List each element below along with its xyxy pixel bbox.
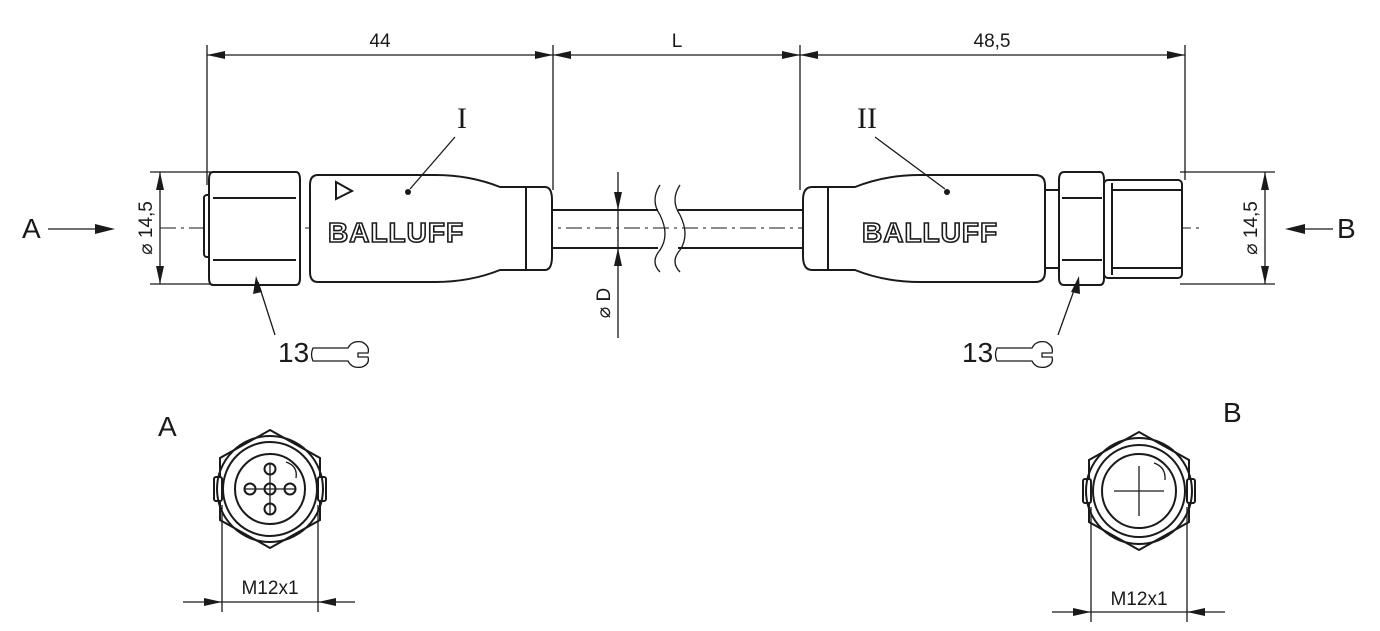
- length-dimensions: 44 L 48,5: [206, 31, 1186, 190]
- wrench-callout-left: 13: [253, 276, 370, 369]
- wrench-callout-right: 13: [962, 276, 1080, 369]
- view-b-title: B: [1223, 397, 1242, 428]
- view-a-arrow-label: A: [22, 213, 41, 244]
- dimension-cable-diameter: ⌀ D: [594, 288, 615, 318]
- right-diameter-dimension: ⌀ 14,5: [1180, 171, 1275, 285]
- view-arrow-b: B: [1285, 213, 1356, 244]
- connector-label-ii: II: [857, 102, 877, 135]
- dimension-left-length: 44: [369, 31, 391, 52]
- cable: [552, 184, 802, 273]
- thread-size-b: M12x1: [1110, 589, 1167, 610]
- view-a-title: A: [158, 411, 177, 442]
- left-diameter-dimension: ⌀ 14,5: [136, 171, 215, 285]
- dimension-cable-length: L: [672, 31, 683, 52]
- wrench-icon: [994, 340, 1054, 369]
- connector-left-female: BALLUFF I: [203, 102, 553, 286]
- wrench-size-left: 13: [278, 337, 309, 368]
- dimension-right-length: 48,5: [974, 31, 1011, 52]
- view-arrow-a: A: [22, 213, 115, 244]
- wrench-icon: [310, 340, 370, 369]
- view-b-arrow-label: B: [1337, 213, 1356, 244]
- front-view-a: A M12x1: [158, 411, 355, 612]
- wrench-size-right: 13: [962, 337, 993, 368]
- connector-label-i: I: [457, 102, 467, 135]
- dimension-diameter-left: ⌀ 14,5: [136, 201, 157, 255]
- connector-right-male: BALLUFF II: [802, 102, 1183, 286]
- cable-diameter-dimension: ⌀ D: [594, 172, 622, 338]
- brand-logo-right: BALLUFF: [862, 217, 998, 248]
- brand-logo-left: BALLUFF: [328, 217, 464, 248]
- triangle-icon: [335, 180, 355, 201]
- thread-size-a: M12x1: [241, 578, 298, 599]
- dimension-diameter-right: ⌀ 14,5: [1241, 201, 1262, 255]
- front-view-b: B M12x1: [1052, 397, 1242, 622]
